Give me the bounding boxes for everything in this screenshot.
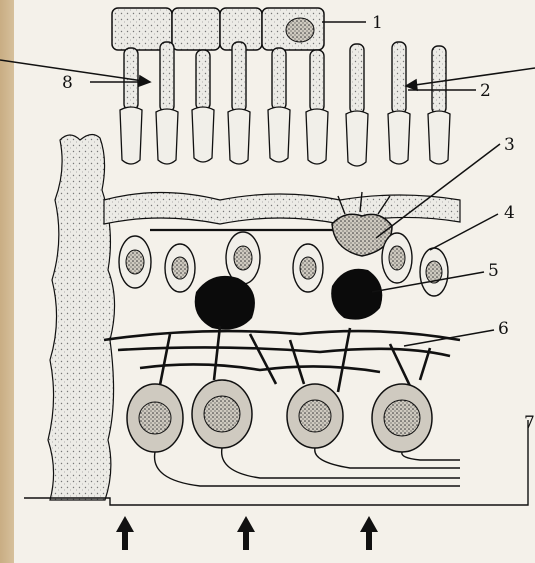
photoreceptor-inner-segments bbox=[120, 107, 450, 166]
label-6: 6 bbox=[498, 319, 509, 339]
up-arrow-icon bbox=[237, 516, 255, 550]
label-3: 3 bbox=[504, 135, 515, 155]
label-7: 7 bbox=[524, 413, 535, 433]
amacrine-cells bbox=[195, 269, 383, 330]
label-5: 5 bbox=[488, 261, 499, 281]
inner-plexiform-network bbox=[104, 326, 460, 392]
up-arrow-icon bbox=[360, 516, 378, 550]
label-2: 2 bbox=[480, 81, 491, 101]
label-1: 1 bbox=[372, 13, 383, 33]
nerve-fibre-layer bbox=[155, 448, 460, 486]
photoreceptor-outer-segments bbox=[124, 42, 446, 114]
label-8: 8 bbox=[62, 73, 73, 93]
pigment-epithelium bbox=[112, 8, 324, 50]
label-4: 4 bbox=[504, 203, 515, 223]
glial-mass bbox=[48, 134, 115, 500]
outer-plexiform-layer bbox=[104, 193, 460, 225]
up-arrow-icon bbox=[116, 516, 134, 550]
